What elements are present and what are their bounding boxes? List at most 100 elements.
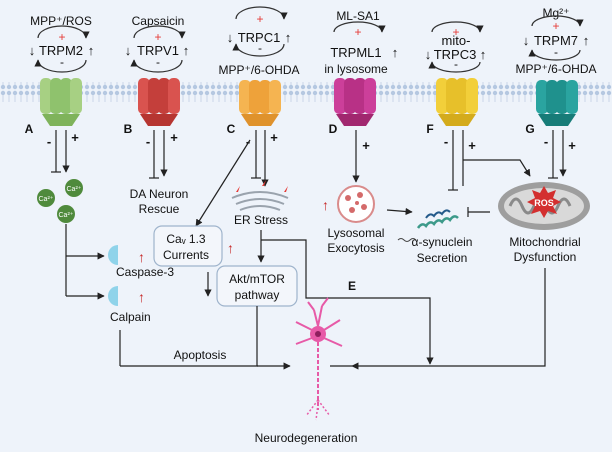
channel-b-stimulus: Capsaicin [132,14,185,28]
pathway-e-label: E [348,279,356,293]
cell-membrane [0,82,612,102]
channel-a-protein [40,78,82,126]
channel-c-plus: + [270,130,278,145]
ca-ion-label: Ca²⁺ [59,212,74,219]
channel-a-group: MPP⁺/ROS + - ↓ TRPM2 ↑ A - + [25,14,95,173]
cycle-arrow-bottom [232,43,285,57]
ca-ion-label: Ca²⁺ [39,196,54,203]
cycle-arrow-bottom [34,59,87,73]
channel-b-plus: + [170,130,178,145]
channel-b-name: TRPV1 [137,43,179,58]
channel-d-letter: D [329,122,338,136]
up-arrow: ↑ [392,45,399,60]
apoptosis-label: Apoptosis [174,348,227,362]
cycle-arrow-bottom [130,59,183,73]
channel-d-location: in lysosome [324,62,388,76]
down-arrow: ↓ [425,47,432,62]
channel-f-name-top: mito- [442,33,471,48]
down-arrow: ↓ [125,43,132,58]
channel-d-name: TRPML1 [330,45,381,60]
neuron-icon [295,297,343,421]
cav-label-2: Currents [163,248,209,262]
ros-label: ROS [534,198,554,208]
er-stress-label: ER Stress [234,213,288,227]
channel-d-stimulus: ML-SA1 [336,9,380,23]
cycle-arrow-bottom [528,49,581,61]
plus-sign: + [354,25,361,39]
channel-g-plus: + [568,138,576,153]
channel-g-stimulus-bottom: MPP⁺/6-OHDA [515,62,596,76]
er-stress-icon [231,180,289,211]
channel-c-group: + - ↓ TRPC1 ↑ MPP⁺/6-OHDA C - + [195,6,300,227]
lyso-label-2: Exocytosis [327,241,384,255]
channel-c-stimulus: MPP⁺/6-OHDA [218,63,299,77]
da-rescue-label-1: DA Neuron [130,187,189,201]
up-arrow: ↑ [183,43,190,58]
channel-a-letter: A [25,122,34,136]
channel-f-group: + - mito- ↓ TRPC3 ↑ F - + [425,21,531,191]
minus-sign: - [554,45,558,59]
da-rescue-label-2: Rescue [139,202,180,216]
mito-label-2: Dysfunction [514,250,577,264]
up-arrow: ↑ [88,43,95,58]
minus-sign: - [258,41,262,55]
up-arrow: ↑ [583,33,590,48]
channel-g-group: Mg²⁺ + - ↓ TRPM7 ↑ MPP⁺/6-OHDA G - + [515,6,597,179]
alpha-synuclein-icon [397,209,459,242]
cav-label-1: Caᵥ 1.3 [166,232,206,246]
cav-box [153,225,223,267]
lysosome-icon [337,185,375,223]
plus-sign: + [552,19,559,33]
plus-sign: + [452,25,459,39]
channel-b-minus: - [146,134,150,149]
caspase-label: Caspase-3 [116,265,174,279]
ca-ion-label: Ca²⁺ [67,186,82,193]
neurodegeneration-label: Neurodegeneration [255,431,358,445]
channel-c-name: TRPC1 [238,30,281,45]
cycle-arrow-top [235,6,288,20]
channel-b-protein [138,78,180,126]
channel-a-name: TRPM2 [39,43,83,58]
cycle-arrow-top [531,15,584,27]
minus-sign: - [156,55,160,69]
calpain-icon [108,286,118,306]
mito-label-1: Mitochondrial [509,235,580,249]
synuclein-label-1: α-synuclein [412,235,473,249]
channel-a-minus: - [47,134,51,149]
lyso-to-synuclein [386,207,413,216]
plus-sign: + [256,12,263,26]
plus-sign: + [154,30,161,44]
cycle-arrow-top [37,25,90,39]
channel-f-letter: F [426,122,433,136]
channel-d-protein [334,78,376,126]
up-arrow: ↑ [285,30,292,45]
channel-d-group: ML-SA1 + TRPML1 ↑ in lysosome D + [324,9,399,183]
channel-a-plus: + [71,130,79,145]
caspase-up-arrow: ↑ [138,249,145,265]
er-to-neuron [261,239,434,365]
f-to-mito [463,159,531,177]
down-arrow: ↓ [29,43,36,58]
calcium-ions: Ca²⁺ Ca²⁺ Ca²⁺ [37,179,83,223]
synuclein-label-2: Secretion [417,251,468,265]
cycle-arrow-top [333,21,386,33]
mitochondrion-icon [498,182,590,230]
channel-f-name: TRPC3 [434,47,477,62]
channel-g-stimulus: Mg²⁺ [543,6,570,20]
lyso-up-arrow: ↑ [322,197,329,213]
channel-f-protein [436,78,478,126]
up-arrow: ↑ [480,47,487,62]
channel-b-letter: B [124,122,133,136]
down-arrow: ↓ [227,30,234,45]
calpain-label: Calpain [110,310,151,324]
channel-g-name: TRPM7 [534,33,578,48]
minus-sign: - [60,55,64,69]
channel-c-letter: C [227,122,236,136]
cycle-arrow-bottom [428,61,481,73]
channel-c-protein [239,80,281,126]
lyso-label-1: Lysosomal [328,226,385,240]
channel-c-minus: - [246,134,250,149]
minus-sign: - [454,57,458,71]
